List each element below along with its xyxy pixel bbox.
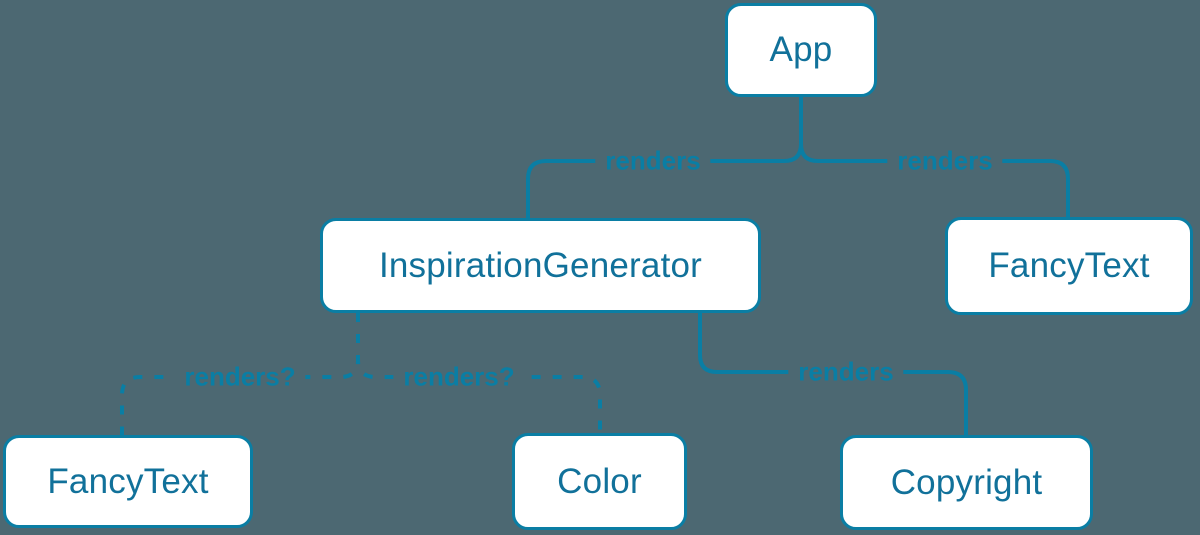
edge-label-renders-question-color: renders? [393,361,525,393]
node-inspiration-generator-label: InspirationGenerator [378,245,703,285]
node-color-label: Color [557,461,642,501]
node-fancy-text-top-label: FancyText [988,246,1150,285]
edge-label-renders-inspirationgenerator-copyright: renders [788,356,904,388]
node-fancy-text-bottom: FancyText [3,435,253,528]
node-copyright-label: Copyright [890,462,1043,502]
node-app-label: App [769,30,833,69]
edge-label-renders-app-fancytext: renders [887,145,1003,177]
node-color: Color [512,433,687,530]
node-fancy-text-bottom-label: FancyText [47,461,209,501]
edge-label-renders-app-inspirationgenerator: renders [595,145,711,177]
edge-inspirationgenerator-to-color-dashed [356,313,602,433]
node-fancy-text-top: FancyText [945,217,1193,315]
node-app: App [725,3,877,97]
edge-label-renders-question-fancytext: renders? [174,361,306,393]
node-copyright: Copyright [840,435,1093,530]
node-inspiration-generator: InspirationGenerator [320,218,761,313]
